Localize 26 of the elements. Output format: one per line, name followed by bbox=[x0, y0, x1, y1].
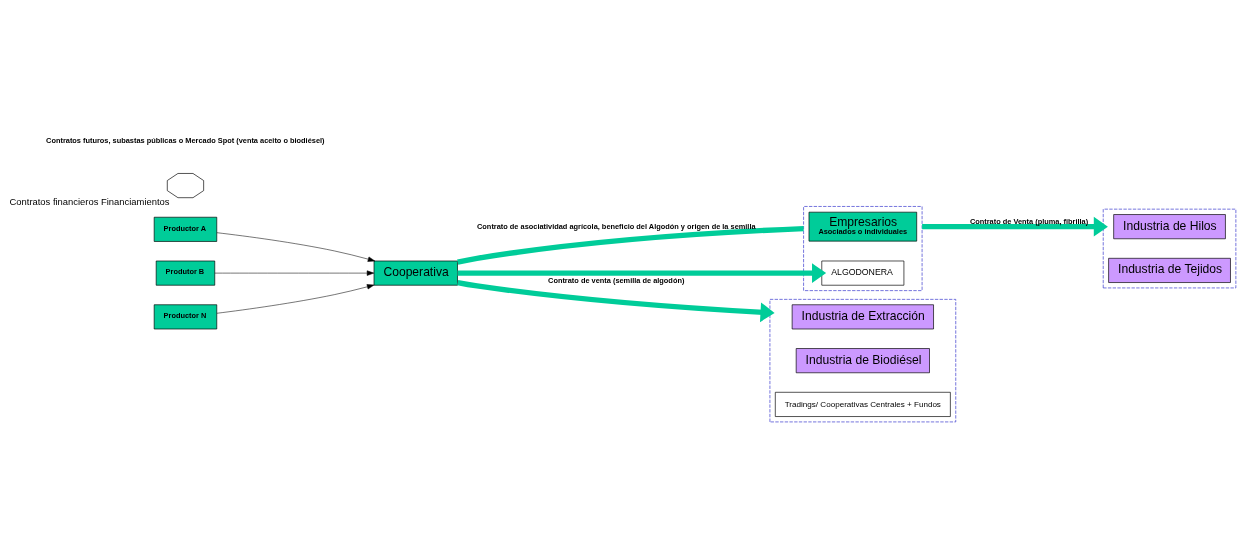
connector bbox=[457, 225, 804, 265]
node-box: Empresarios Asociados o individuales bbox=[808, 211, 918, 242]
node-box: ALGODONERA bbox=[821, 260, 905, 286]
node-box: Industria de Extracción bbox=[791, 304, 934, 330]
node-label: Contratos financieros Financiamientos bbox=[9, 196, 170, 208]
cluster bbox=[769, 299, 957, 423]
node-box: Industria de Hilos bbox=[1113, 214, 1226, 240]
node-box: Productor N bbox=[153, 304, 218, 330]
edge-label: Contrato de asociatividad agrícola, beneficio del Algodón y origen de la semilla bbox=[477, 221, 756, 231]
arrow bbox=[216, 284, 375, 314]
arrow bbox=[216, 232, 376, 262]
node-box: Productor A bbox=[153, 216, 218, 242]
node-box: Industria de Tejidos bbox=[1108, 257, 1231, 283]
arrow bbox=[922, 216, 1108, 237]
cluster bbox=[803, 206, 923, 291]
arrow bbox=[457, 263, 827, 283]
node-box: Cooperativa bbox=[373, 260, 458, 286]
edge-label: Contrato de venta (semilla de algodón) bbox=[548, 276, 685, 286]
node-box: Industria de Biodiésel bbox=[795, 348, 930, 374]
cluster bbox=[1102, 208, 1237, 289]
node-cross bbox=[166, 173, 204, 199]
label: Contratos futuros, subastas públicas o Mercado Spot (venta aceito o biodiésel) bbox=[46, 136, 325, 146]
edge-label: Contrato de Venta (pluma, fibrilla) bbox=[969, 216, 1089, 226]
arrow bbox=[457, 279, 775, 323]
arrow bbox=[214, 270, 375, 276]
node-box: Produtor B bbox=[155, 260, 216, 286]
